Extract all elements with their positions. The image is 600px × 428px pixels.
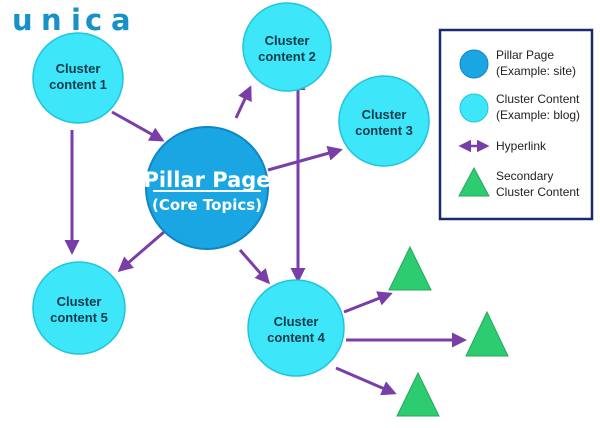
logo-letter-i: i	[71, 3, 81, 37]
legend-pillar-label-line2: (Example: site)	[496, 64, 576, 78]
legend-pillar-label-line1: Pillar Page	[496, 48, 554, 62]
arrow-pillar-to-cluster5	[117, 230, 165, 272]
legend-secondary-label-line2: Cluster Content	[496, 185, 580, 199]
legend-secondary-label-line1: Secondary	[496, 169, 553, 183]
cluster-4-label-line2: content 4	[267, 330, 326, 345]
logo-letter-c: c	[85, 3, 102, 37]
secondary-triangle-2	[465, 310, 509, 357]
pillar-node: Pillar Page (Core Topics)	[143, 126, 271, 250]
legend-secondary-icon	[458, 166, 490, 197]
secondary-triangle-1	[388, 245, 432, 291]
arrow-pillar-to-cluster4	[238, 249, 270, 285]
cluster-node-3: Cluster content 3	[338, 75, 430, 167]
pillar-subtitle: (Core Topics)	[152, 196, 262, 214]
legend-cluster-label-line1: Cluster Content	[496, 92, 580, 106]
hyperlink-arrows	[64, 75, 467, 396]
legend-cluster-label-line2: (Example: blog)	[496, 108, 580, 122]
cluster-3-label-line2: content 3	[355, 123, 413, 138]
arrow-pillar-to-cluster3	[267, 145, 343, 172]
arrow-cluster4-to-secondary3	[335, 366, 397, 396]
cluster-5-label-line1: Cluster	[57, 294, 102, 309]
arrow-cluster1-to-pillar	[111, 110, 165, 142]
cluster-2-label-line1: Cluster	[265, 33, 310, 48]
cluster-circle-3	[338, 75, 430, 167]
logo-letter-u: u	[12, 3, 33, 37]
cluster-node-2: Cluster content 2	[242, 2, 332, 92]
cluster-node-4: Cluster content 4	[247, 279, 345, 377]
arrow-pillar-to-cluster2	[234, 85, 252, 119]
unica-logo: u n i c a	[12, 3, 131, 37]
cluster-3-label-line1: Cluster	[362, 107, 407, 122]
legend-cluster-icon	[459, 93, 489, 123]
legend: Pillar Page (Example: site) Cluster Cont…	[438, 28, 594, 221]
legend-hyperlink-label: Hyperlink	[496, 139, 547, 153]
cluster-2-label-line2: content 2	[258, 49, 316, 64]
cluster-1-label-line2: content 1	[49, 77, 107, 92]
cluster-5-label-line2: content 5	[50, 310, 108, 325]
cluster-circle-2	[242, 2, 332, 92]
cluster-circle-1	[32, 32, 124, 124]
legend-pillar-icon	[459, 49, 489, 79]
logo-letter-n: n	[41, 3, 62, 37]
cluster-circle-5	[32, 261, 126, 355]
cluster-node-5: Cluster content 5	[32, 261, 126, 355]
cluster-1-label-line1: Cluster	[56, 61, 101, 76]
cluster-circle-4	[247, 279, 345, 377]
cluster-node-1: Cluster content 1	[32, 32, 124, 124]
secondary-triangles	[388, 245, 509, 417]
secondary-triangle-3	[396, 371, 440, 417]
pillar-circle	[145, 126, 269, 250]
pillar-title: Pillar Page	[143, 168, 270, 192]
cluster-4-label-line1: Cluster	[274, 314, 319, 329]
logo-letter-a: a	[111, 3, 131, 37]
arrow-cluster4-to-secondary1	[343, 291, 393, 314]
